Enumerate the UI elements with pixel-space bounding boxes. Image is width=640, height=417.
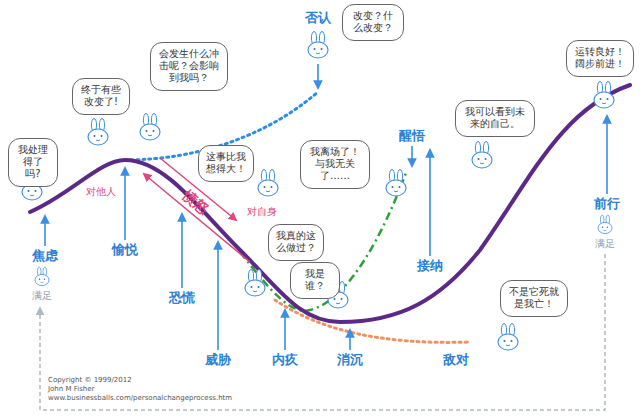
bubble-text: 会发生什么冲击呢？会影响到我吗？ (158, 48, 220, 84)
stage-label: 愉悦 (112, 242, 138, 258)
speech-bubble: 会发生什么冲击呢？会影响到我吗？ (150, 42, 228, 91)
bubble-text: 我离场了！与我无关了…… (308, 146, 362, 182)
anger-label: 愤怒 (180, 187, 212, 217)
stage-arrows (45, 64, 607, 350)
speech-bubble: 我离场了！与我无关了…… (300, 140, 370, 189)
speech-bubble: 运转良好！阔步前进！ (566, 40, 634, 77)
speech-bubble: 我可以看到未来的自己。 (455, 100, 535, 137)
stage-label: 恐慌 (169, 290, 195, 306)
stage-label: 醒悟 (399, 128, 425, 144)
return-loop (40, 254, 605, 410)
feeling-label: 满足 (32, 290, 52, 302)
bubble-text: 我是谁？ (298, 268, 332, 292)
speech-bubble: 这事比我想得大！ (198, 145, 254, 182)
bubble-text: 终于有些改变了! (80, 84, 122, 108)
speech-bubble: 改变？什么改变？ (342, 4, 404, 41)
speech-bubble: 我处理得了吗? (8, 138, 58, 187)
bubble-text: 改变？什么改变？ (350, 10, 396, 34)
bubble-text: 我可以看到未来的自己。 (463, 106, 527, 130)
stage-label: 前行 (594, 196, 620, 212)
speech-bubble: 不是它死就是我亡！ (500, 280, 568, 317)
bubble-text: 我真的这么做过？ (276, 230, 316, 254)
stage-label: 否认 (305, 10, 331, 26)
stage-label: 内疚 (272, 352, 298, 368)
bubble-text: 这事比我想得大！ (206, 151, 246, 175)
direction-label: 对他人 (86, 186, 116, 198)
bubble-text: 不是它死就是我亡！ (508, 286, 560, 310)
bubble-text: 运转良好！阔步前进！ (574, 46, 626, 70)
speech-bubble: 我是谁？ (290, 262, 340, 299)
main-curve (30, 85, 630, 322)
stage-label: 接纳 (417, 258, 443, 274)
copyright-text: Copyright © 1999/2012 (48, 376, 132, 385)
speech-bubble: 终于有些改变了! (72, 78, 130, 115)
copyright-text: John M Fisher (48, 385, 94, 394)
bunny-figures (22, 32, 614, 351)
direction-label: 对自身 (247, 206, 277, 218)
stage-label: 威胁 (205, 352, 231, 368)
feeling-label: 满足 (595, 238, 615, 250)
stage-label: 敌对 (443, 352, 469, 368)
bubble-text: 我处理得了吗? (16, 144, 50, 180)
copyright-text: www.businessballs.com/personalchangeproc… (48, 394, 232, 403)
disillusion-branch (240, 170, 407, 311)
stage-label: 消沉 (337, 352, 363, 368)
speech-bubble: 我真的这么做过？ (268, 224, 324, 261)
stage-label: 焦虑 (32, 248, 58, 264)
